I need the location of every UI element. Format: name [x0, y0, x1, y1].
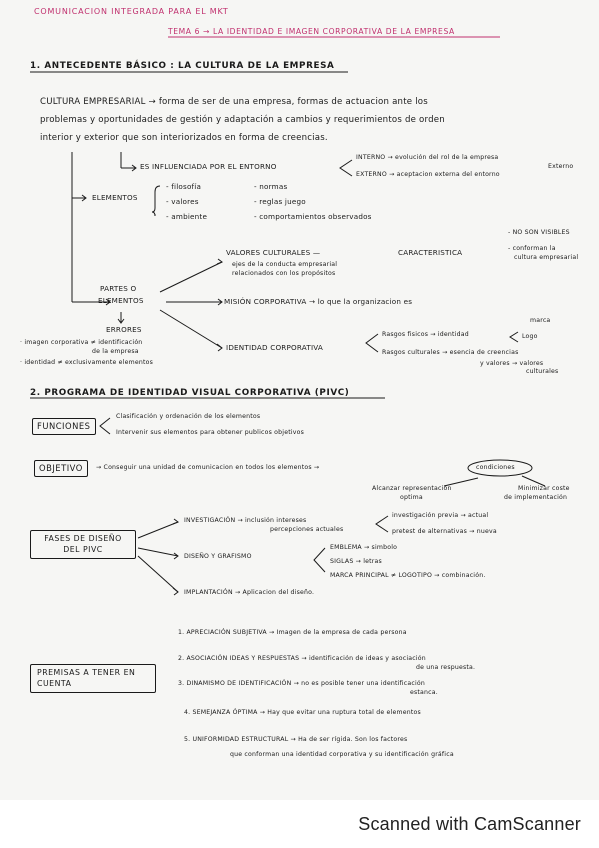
funciones-box: FUNCIONES	[32, 418, 96, 436]
objetivo-text: → Conseguir una unidad de comunicacion e…	[96, 464, 320, 471]
error-1b: de la empresa	[92, 348, 139, 355]
premisa-3b: estanca.	[410, 689, 438, 696]
logo-note: Logo	[522, 333, 538, 340]
rasgos-fisicos: Rasgos fisicos → identidad	[382, 331, 469, 338]
externo-text: EXTERNO → aceptacion externa del entorno	[356, 171, 500, 178]
influence-label: ES INFLUENCIADA POR EL ENTORNO	[140, 162, 277, 171]
interno-text: INTERNO → evolución del rol de la empres…	[356, 154, 499, 161]
emblema: EMBLEMA → simbolo	[330, 544, 398, 551]
siglas: SIGLAS → letras	[330, 558, 382, 565]
pretest: pretest de alternativas → nueva	[392, 528, 497, 535]
element-comportamientos: - comportamientos observados	[254, 212, 372, 221]
investigacion: INVESTIGACIÓN → inclusión intereses	[184, 517, 307, 524]
premisa-5b: que conforman una identidad corporativa …	[230, 751, 454, 758]
externo-note: Externo	[548, 163, 574, 170]
minimizar-line-1: Minimizar coste	[518, 485, 570, 492]
camscanner-watermark: Scanned with CamScanner	[358, 814, 581, 834]
alcanzar-line-2: optima	[400, 494, 423, 501]
scanned-page: COMUNICACION INTEGRADA PARA EL MKT TEMA …	[0, 0, 599, 800]
premisa-3a: 3. DINAMISMO DE IDENTIFICACIÓN → no es p…	[178, 680, 426, 687]
course-title: COMUNICACION INTEGRADA PARA EL MKT	[34, 7, 229, 16]
definition-line-2: problemas y oportunidades de gestión y a…	[40, 115, 445, 125]
culturales-note: culturales	[526, 368, 559, 375]
error-1a: · imagen corporativa ≠ identificación	[20, 339, 143, 346]
definition-line-1: CULTURA EMPRESARIAL → forma de ser de un…	[40, 97, 428, 107]
condiciones-label: condiciones	[476, 464, 515, 471]
element-ambiente: - ambiente	[166, 212, 208, 221]
caracteristica: CARACTERISTICA	[398, 248, 463, 257]
rasgos-culturales: Rasgos culturales → esencia de creencias	[382, 349, 519, 356]
element-normas: - normas	[254, 182, 288, 191]
investigacion-previa: investigación previa → actual	[392, 512, 489, 519]
premisa-2a: 2. ASOCIACIÓN IDEAS Y RESPUESTAS → ident…	[178, 655, 426, 662]
error-2: · identidad ≠ exclusivamente elementos	[20, 359, 153, 366]
conforman: - conforman la	[508, 245, 556, 252]
valores-culturales: VALORES CULTURALES —	[226, 248, 321, 257]
premisa-2b: de una respuesta.	[416, 664, 476, 671]
partes-label-2: ELEMENTOS	[98, 296, 144, 305]
mision-corporativa: MISIÓN CORPORATIVA → lo que la organizac…	[224, 297, 413, 306]
implantacion: IMPLANTACIÓN → Aplicacion del diseño.	[184, 589, 315, 596]
diagram-lines	[30, 36, 546, 596]
percepciones: percepciones actuales	[270, 526, 344, 533]
identidad-corporativa: IDENTIDAD CORPORATIVA	[226, 343, 324, 352]
topic-title: TEMA 6 → LA IDENTIDAD E IMAGEN CORPORATI…	[168, 27, 455, 36]
definition-line-3: interior y exterior que son interiorizad…	[40, 133, 328, 143]
premisa-5a: 5. UNIFORMIDAD ESTRUCTURAL → Ha de ser r…	[184, 736, 408, 743]
partes-label-1: PARTES O	[100, 284, 137, 293]
element-reglas: - reglas juego	[254, 197, 306, 206]
diseno-grafismo: DISEÑO Y GRAFISMO	[184, 553, 252, 560]
objetivo-box: OBJETIVO	[34, 460, 88, 478]
element-valores: - valores	[166, 197, 199, 206]
errores-label: ERRORES	[106, 325, 142, 334]
element-filosofia: - filosofía	[166, 182, 202, 191]
elementos-label: ELEMENTOS	[92, 193, 138, 202]
section1-title: 1. ANTECEDENTE BÁSICO : LA CULTURA DE LA…	[30, 61, 335, 71]
minimizar-line-2: de implementación	[504, 494, 568, 501]
premisa-1: 1. APRECIACIÓN SUBJETIVA → Imagen de la …	[178, 629, 407, 636]
cultura-empresarial: cultura empresarial	[514, 254, 579, 261]
funcion-1: Clasificación y ordenación de los elemen…	[116, 413, 261, 420]
no-visibles: - NO SON VISIBLES	[508, 229, 570, 236]
ejes-line-2: relacionados con los propósitos	[232, 270, 336, 277]
funcion-2: Intervenir sus elementos para obtener pu…	[116, 429, 305, 436]
alcanzar-line-1: Alcanzar representación	[372, 485, 452, 492]
section2-title: 2. PROGRAMA DE IDENTIDAD VISUAL CORPORAT…	[30, 388, 350, 398]
premisas-box: PREMISAS A TENER EN CUENTA	[30, 664, 156, 694]
valores-valores: y valores → valores	[480, 360, 544, 367]
marca-principal: MARCA PRINCIPAL ≠ LOGOTIPO → combinación…	[330, 572, 486, 579]
fases-box: FASES DE DISEÑO DEL PIVC	[30, 530, 136, 560]
marca-note: marca	[530, 317, 551, 324]
premisa-4: 4. SEMEJANZA ÓPTIMA → Hay que evitar una…	[184, 709, 421, 716]
ejes-line-1: ejes de la conducta empresarial	[232, 261, 338, 268]
